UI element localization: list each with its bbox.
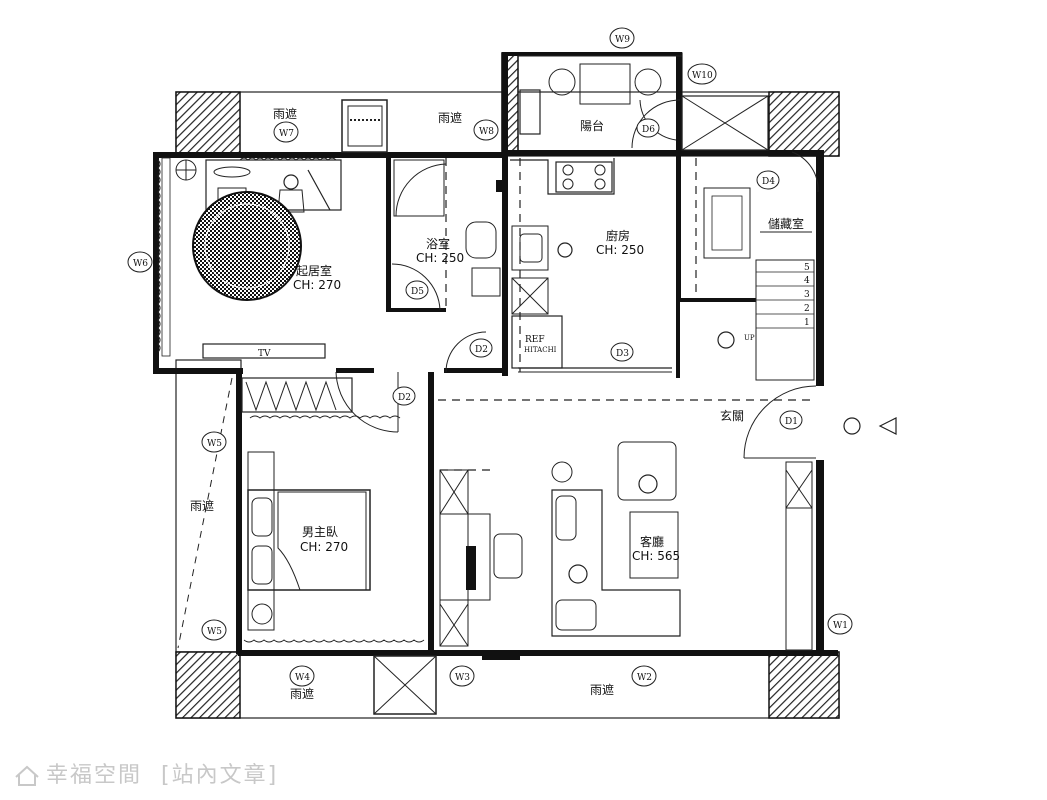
stair-step-4: 4 bbox=[804, 276, 810, 286]
door-tag-d2-kitchen: D2 bbox=[475, 345, 488, 355]
left-canopy-dashes bbox=[177, 377, 233, 649]
balcony: 陽台 bbox=[518, 55, 769, 151]
house-logo-icon bbox=[15, 765, 39, 786]
stair-step-2: 2 bbox=[804, 304, 810, 314]
door-tags bbox=[392, 118, 803, 430]
lounge: 客廳 CH: 565 bbox=[373, 441, 681, 715]
window-tags bbox=[127, 27, 853, 687]
window-tag-w3: W3 bbox=[455, 673, 470, 683]
window-tag-w8: W8 bbox=[479, 127, 494, 137]
lounge-height: CH: 565 bbox=[632, 549, 680, 563]
door-tag-d2-bedroom: D2 bbox=[398, 393, 411, 403]
foyer-name: 玄關 bbox=[720, 408, 744, 423]
window-tag-w5-lower: W5 bbox=[207, 627, 222, 637]
dashed-lines bbox=[438, 158, 816, 471]
living-room: TV 起居室 CH: 270 bbox=[157, 99, 388, 359]
balcony-name: 陽台 bbox=[580, 118, 604, 133]
window-tag-w4: W4 bbox=[295, 673, 310, 683]
stair-step-3: 3 bbox=[804, 290, 810, 300]
living-room-name: 起居室 bbox=[296, 263, 332, 278]
window-tag-w7: W7 bbox=[279, 129, 294, 139]
master-bedroom: 男主臥 CH: 270 bbox=[241, 371, 425, 643]
door-tag-d6: D6 bbox=[642, 125, 655, 135]
window-tag-w1: W1 bbox=[833, 621, 848, 631]
door-tag-d4: D4 bbox=[762, 177, 775, 187]
fridge-label: REF bbox=[525, 335, 545, 345]
stair-step-1: 1 bbox=[804, 318, 810, 328]
foyer: 玄關 bbox=[720, 385, 897, 651]
door-tag-labels: D1 D2 D2 D3 D4 D5 D6 bbox=[398, 125, 798, 427]
door-arcs bbox=[445, 99, 677, 373]
fridge-brand: HITACHI bbox=[524, 346, 557, 354]
kitchen-height: CH: 250 bbox=[596, 243, 644, 257]
window-tag-w9: W9 bbox=[615, 35, 630, 45]
kitchen-name: 廚房 bbox=[606, 228, 630, 243]
stair-step-5: 5 bbox=[804, 263, 810, 273]
window-tag-w2: W2 bbox=[637, 673, 652, 683]
lounge-name: 客廳 bbox=[640, 534, 664, 549]
canopy-label-left: 雨遮 bbox=[190, 498, 214, 513]
window-tag-w10: W10 bbox=[692, 71, 713, 81]
master-bedroom-height: CH: 270 bbox=[300, 540, 348, 554]
door-tag-d5: D5 bbox=[411, 287, 424, 297]
kitchen: REF HITACHI 廚房 CH: 250 bbox=[510, 158, 672, 373]
living-room-height: CH: 270 bbox=[293, 278, 341, 292]
canopy-label-w7: 雨遮 bbox=[273, 106, 297, 121]
door-tag-d1: D1 bbox=[785, 417, 798, 427]
watermark-suffix: [站內文章] bbox=[161, 763, 279, 788]
tv-label: TV bbox=[258, 349, 271, 359]
canopy-label-w8: 雨遮 bbox=[438, 110, 462, 125]
watermark-brand: 幸福空間 bbox=[46, 763, 143, 788]
bathroom-height: CH: 250 bbox=[416, 251, 464, 265]
bathroom: 浴室 CH: 250 bbox=[391, 159, 502, 311]
stair-up-label: UP bbox=[744, 334, 755, 342]
canopy-label-w2: 雨遮 bbox=[590, 682, 614, 697]
window-tag-w6: W6 bbox=[133, 259, 148, 269]
window-tag-w5-upper: W5 bbox=[207, 439, 222, 449]
window-tag-labels: W1 W2 W3 W4 W5 W5 W6 W7 W8 W9 W10 bbox=[133, 35, 848, 683]
bathroom-name: 浴室 bbox=[426, 236, 450, 251]
walls bbox=[153, 52, 838, 656]
canopy-label-w4: 雨遮 bbox=[290, 686, 314, 701]
master-bedroom-name: 男主臥 bbox=[302, 525, 338, 539]
door-tag-d3: D3 bbox=[616, 349, 629, 359]
storage-stair: 5 4 3 2 1 UP 儲藏室 bbox=[703, 151, 819, 381]
watermark: 幸福空間 [站內文章] bbox=[14, 757, 278, 789]
storage-name: 儲藏室 bbox=[768, 216, 804, 231]
canopy-labels: 雨遮 雨遮 雨遮 雨遮 雨遮 bbox=[190, 106, 614, 701]
